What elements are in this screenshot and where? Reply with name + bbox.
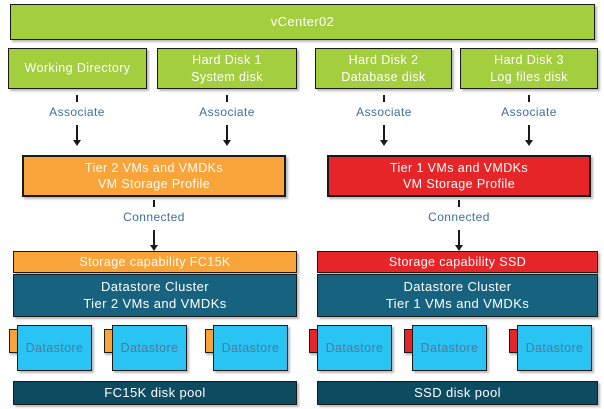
associate-label: Associate	[199, 105, 255, 119]
cluster-sublabel: Tier 1 VMs and VMDKs	[385, 295, 530, 311]
pool-bar-ssd: SSD disk pool	[317, 381, 598, 405]
pool-bar-fc15k: FC15K disk pool	[13, 381, 297, 405]
disk-box-hard-disk-3: Hard Disk 3 Log files disk	[460, 48, 598, 89]
datastore-label: Datastore	[525, 340, 584, 355]
datastore-box: Datastore	[213, 325, 288, 371]
arrow-shaft	[383, 125, 385, 140]
connector-tick	[76, 95, 78, 102]
associate-label: Associate	[49, 105, 105, 119]
arrow-down-icon	[455, 245, 463, 251]
profile-box-tier1: Tier 1 VMs and VMDKs VM Storage Profile	[327, 155, 591, 197]
disk-label: Hard Disk 1	[192, 53, 262, 68]
disk-label: Hard Disk 3	[494, 53, 564, 68]
disk-sublabel: Log files disk	[490, 69, 568, 84]
vcenter-label: vCenter02	[270, 13, 335, 29]
capability-label: Storage capability SSD	[388, 254, 527, 269]
disk-label: Working Directory	[24, 61, 131, 76]
capability-label: Storage capability FC15K	[79, 254, 231, 269]
disk-label: Hard Disk 2	[348, 53, 419, 68]
associate-connector-1: Associate	[32, 95, 122, 146]
disk-sublabel: System disk	[191, 69, 263, 84]
cluster-box-tier2: Datastore Cluster Tier 2 VMs and VMDKs	[13, 274, 297, 317]
datastore-box: Datastore	[17, 325, 92, 371]
associate-label: Associate	[501, 105, 557, 119]
profile-sublabel: VM Storage Profile	[97, 177, 211, 191]
vcenter-bar: vCenter02	[10, 4, 595, 40]
profile-label: Tier 2 VMs and VMDKs	[84, 160, 224, 175]
profile-box-tier2: Tier 2 VMs and VMDKs VM Storage Profile	[22, 155, 286, 197]
connected-label: Connected	[123, 210, 185, 224]
connector-tick	[226, 95, 228, 102]
datastore-label: Datastore	[420, 340, 479, 355]
datastore-label: Datastore	[221, 340, 280, 355]
capability-bar-ssd: Storage capability SSD	[317, 251, 598, 273]
disk-box-hard-disk-2: Hard Disk 2 Database disk	[315, 48, 452, 89]
associate-connector-3: Associate	[339, 95, 429, 146]
arrow-shaft	[76, 125, 78, 140]
disk-sublabel: Database disk	[341, 69, 426, 84]
arrow-shaft	[528, 125, 530, 140]
disk-box-working-directory: Working Directory	[8, 48, 147, 89]
connected-connector-1: Connected	[109, 200, 199, 251]
connector-tick	[458, 200, 460, 207]
arrow-down-icon	[525, 140, 533, 146]
profile-label: Tier 1 VMs and VMDKs	[389, 160, 529, 175]
associate-connector-2: Associate	[182, 95, 272, 146]
pool-label: SSD disk pool	[414, 384, 501, 400]
datastore-label: Datastore	[120, 340, 179, 355]
arrow-shaft	[153, 230, 155, 245]
arrow-shaft	[458, 230, 460, 245]
datastore-box: Datastore	[412, 325, 487, 371]
connected-connector-2: Connected	[414, 200, 504, 251]
arrow-shaft	[226, 125, 228, 140]
connector-tick	[383, 95, 385, 102]
capability-bar-fc15k: Storage capability FC15K	[13, 251, 297, 273]
arrow-down-icon	[150, 245, 158, 251]
connector-tick	[528, 95, 530, 102]
cluster-box-tier1: Datastore Cluster Tier 1 VMs and VMDKs	[317, 274, 598, 317]
datastore-box: Datastore	[112, 325, 187, 371]
connector-tick	[153, 200, 155, 207]
cluster-sublabel: Tier 2 VMs and VMDKs	[83, 295, 227, 311]
datastore-label: Datastore	[25, 340, 84, 355]
associate-connector-4: Associate	[484, 95, 574, 146]
cluster-label: Datastore Cluster	[101, 278, 209, 294]
connected-label: Connected	[428, 210, 490, 224]
disk-box-hard-disk-1: Hard Disk 1 System disk	[157, 48, 297, 89]
datastore-label: Datastore	[325, 340, 384, 355]
datastore-box: Datastore	[517, 325, 592, 371]
arrow-down-icon	[73, 140, 81, 146]
profile-sublabel: VM Storage Profile	[402, 177, 516, 191]
cluster-label: Datastore Cluster	[403, 278, 512, 294]
arrow-down-icon	[380, 140, 388, 146]
arrow-down-icon	[223, 140, 231, 146]
datastore-box: Datastore	[317, 325, 392, 371]
pool-label: FC15K disk pool	[104, 384, 206, 400]
associate-label: Associate	[356, 105, 412, 119]
